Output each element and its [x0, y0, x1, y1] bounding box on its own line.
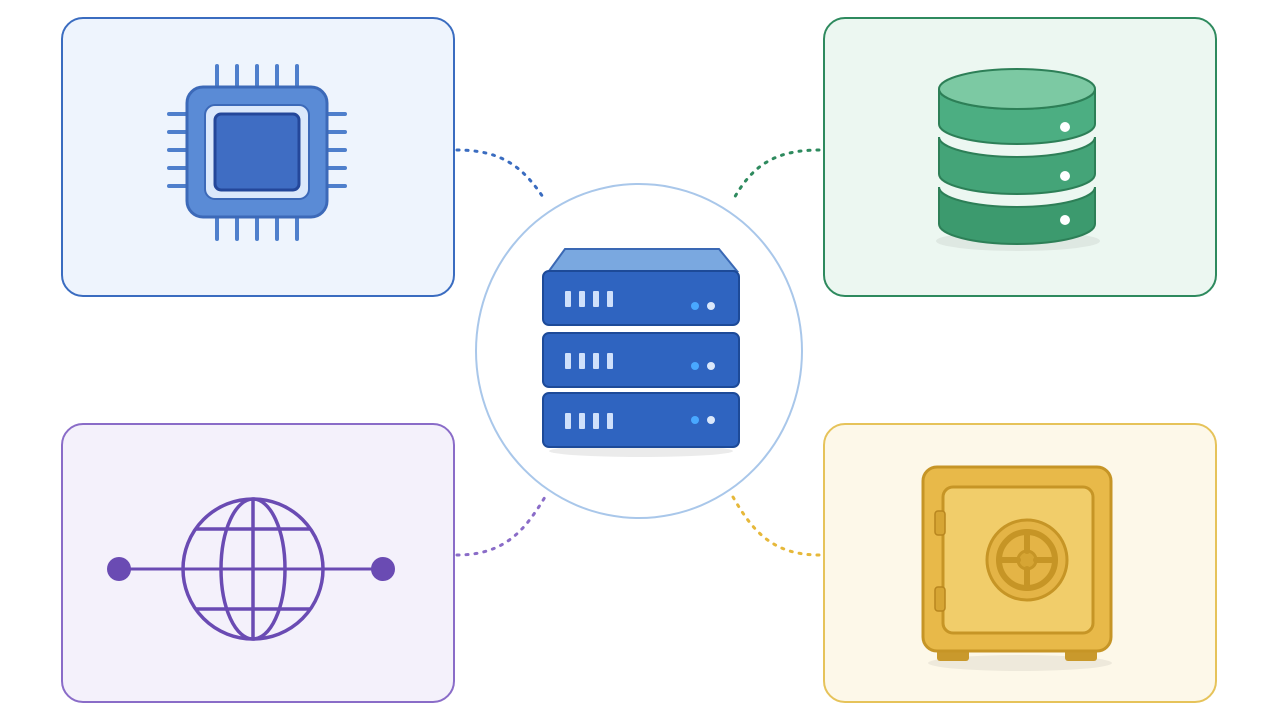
compute-node-card [61, 17, 455, 297]
vault-node-card [823, 423, 1217, 703]
server-hub-circle [475, 183, 803, 519]
connector-compute [455, 148, 547, 202]
cpu-chip-icon [167, 64, 347, 241]
globe-network-icon [107, 497, 395, 641]
connector-vault [731, 495, 821, 557]
connector-database [731, 148, 821, 202]
safe-vault-icon [921, 465, 1113, 671]
connector-network [455, 495, 547, 557]
database-icon [936, 68, 1100, 251]
network-node-card [61, 423, 455, 703]
database-node-card [823, 17, 1217, 297]
server-rack-icon [542, 248, 740, 457]
